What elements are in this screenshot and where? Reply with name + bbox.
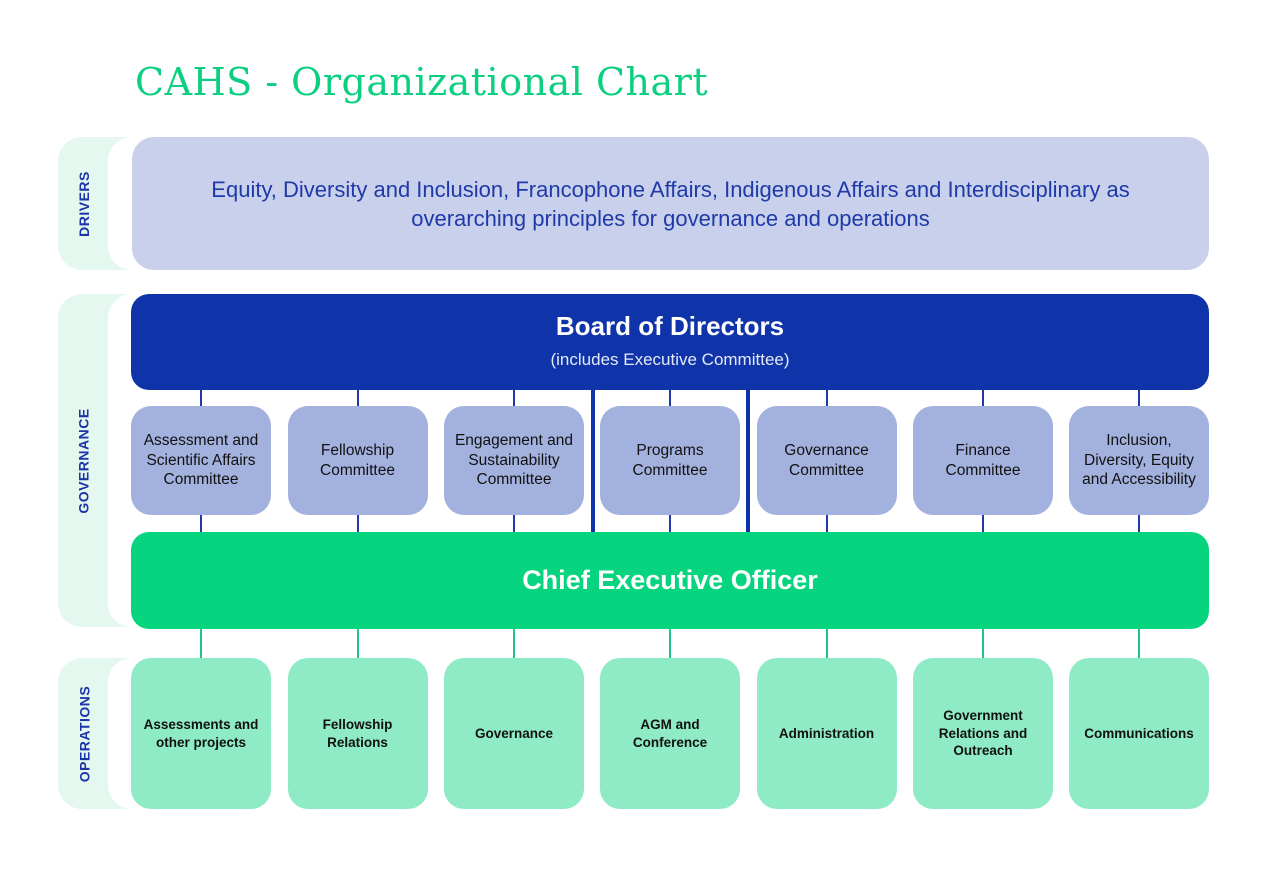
board-ceo-connector <box>746 390 750 532</box>
connector-line <box>356 629 359 658</box>
operation-box: Fellowship Relations <box>287 658 428 809</box>
connector-line <box>200 629 202 658</box>
drivers-box: Equity, Diversity and Inclusion, Francop… <box>132 137 1209 270</box>
board-title: Board of Directors <box>555 311 785 341</box>
operation-box: Assessments and other projects <box>131 658 271 809</box>
connector-line <box>513 390 515 406</box>
connector-line <box>669 515 671 532</box>
committee-box: Fellowship Committee <box>287 406 428 515</box>
operation-box: Communications <box>1069 658 1209 809</box>
drivers-label-text: DRIVERS <box>76 170 93 237</box>
committee-box: Governance Committee <box>756 406 897 515</box>
connector-line <box>669 390 671 406</box>
operations-label: OPERATIONS <box>58 658 110 809</box>
connector-line <box>356 390 359 406</box>
connector-line <box>200 390 202 406</box>
operation-box: Administration <box>756 658 897 809</box>
connector-line <box>982 629 984 658</box>
operation-box: AGM and Conference <box>600 658 740 809</box>
page-title: CAHS - Organizational Chart <box>135 60 709 104</box>
governance-label: GOVERNANCE <box>58 294 110 627</box>
connector-line <box>1138 629 1140 658</box>
connector-line <box>982 390 984 406</box>
connector-line <box>356 515 359 532</box>
connector-line <box>825 629 828 658</box>
board-of-directors-box: Board of Directors (includes Executive C… <box>131 294 1209 390</box>
operations-label-text: OPERATIONS <box>76 685 92 782</box>
committee-box: Inclusion, Diversity, Equity and Accessi… <box>1069 406 1209 515</box>
connector-line <box>513 515 515 532</box>
governance-label-text: GOVERNANCE <box>76 407 93 514</box>
committee-box: Assessment and Scientific Affairs Commit… <box>131 406 271 515</box>
committee-box: Finance Committee <box>913 406 1053 515</box>
board-subtitle: (includes Executive Committee) <box>550 350 790 369</box>
operation-box: Governance <box>444 658 584 809</box>
drivers-label: DRIVERS <box>58 137 110 270</box>
operation-box: Government Relations and Outreach <box>913 658 1053 809</box>
connector-line <box>982 515 984 532</box>
connector-line <box>825 515 828 532</box>
connector-line <box>669 629 671 658</box>
connector-line <box>513 629 515 658</box>
committee-box: Engagement and Sustainability Committee <box>444 406 584 515</box>
connector-line <box>1138 515 1140 532</box>
board-ceo-connector <box>591 390 595 532</box>
connector-line <box>825 390 828 406</box>
connector-line <box>200 515 202 532</box>
ceo-box: Chief Executive Officer <box>131 532 1209 629</box>
connector-line <box>1138 390 1140 406</box>
committee-box: Programs Committee <box>600 406 740 515</box>
